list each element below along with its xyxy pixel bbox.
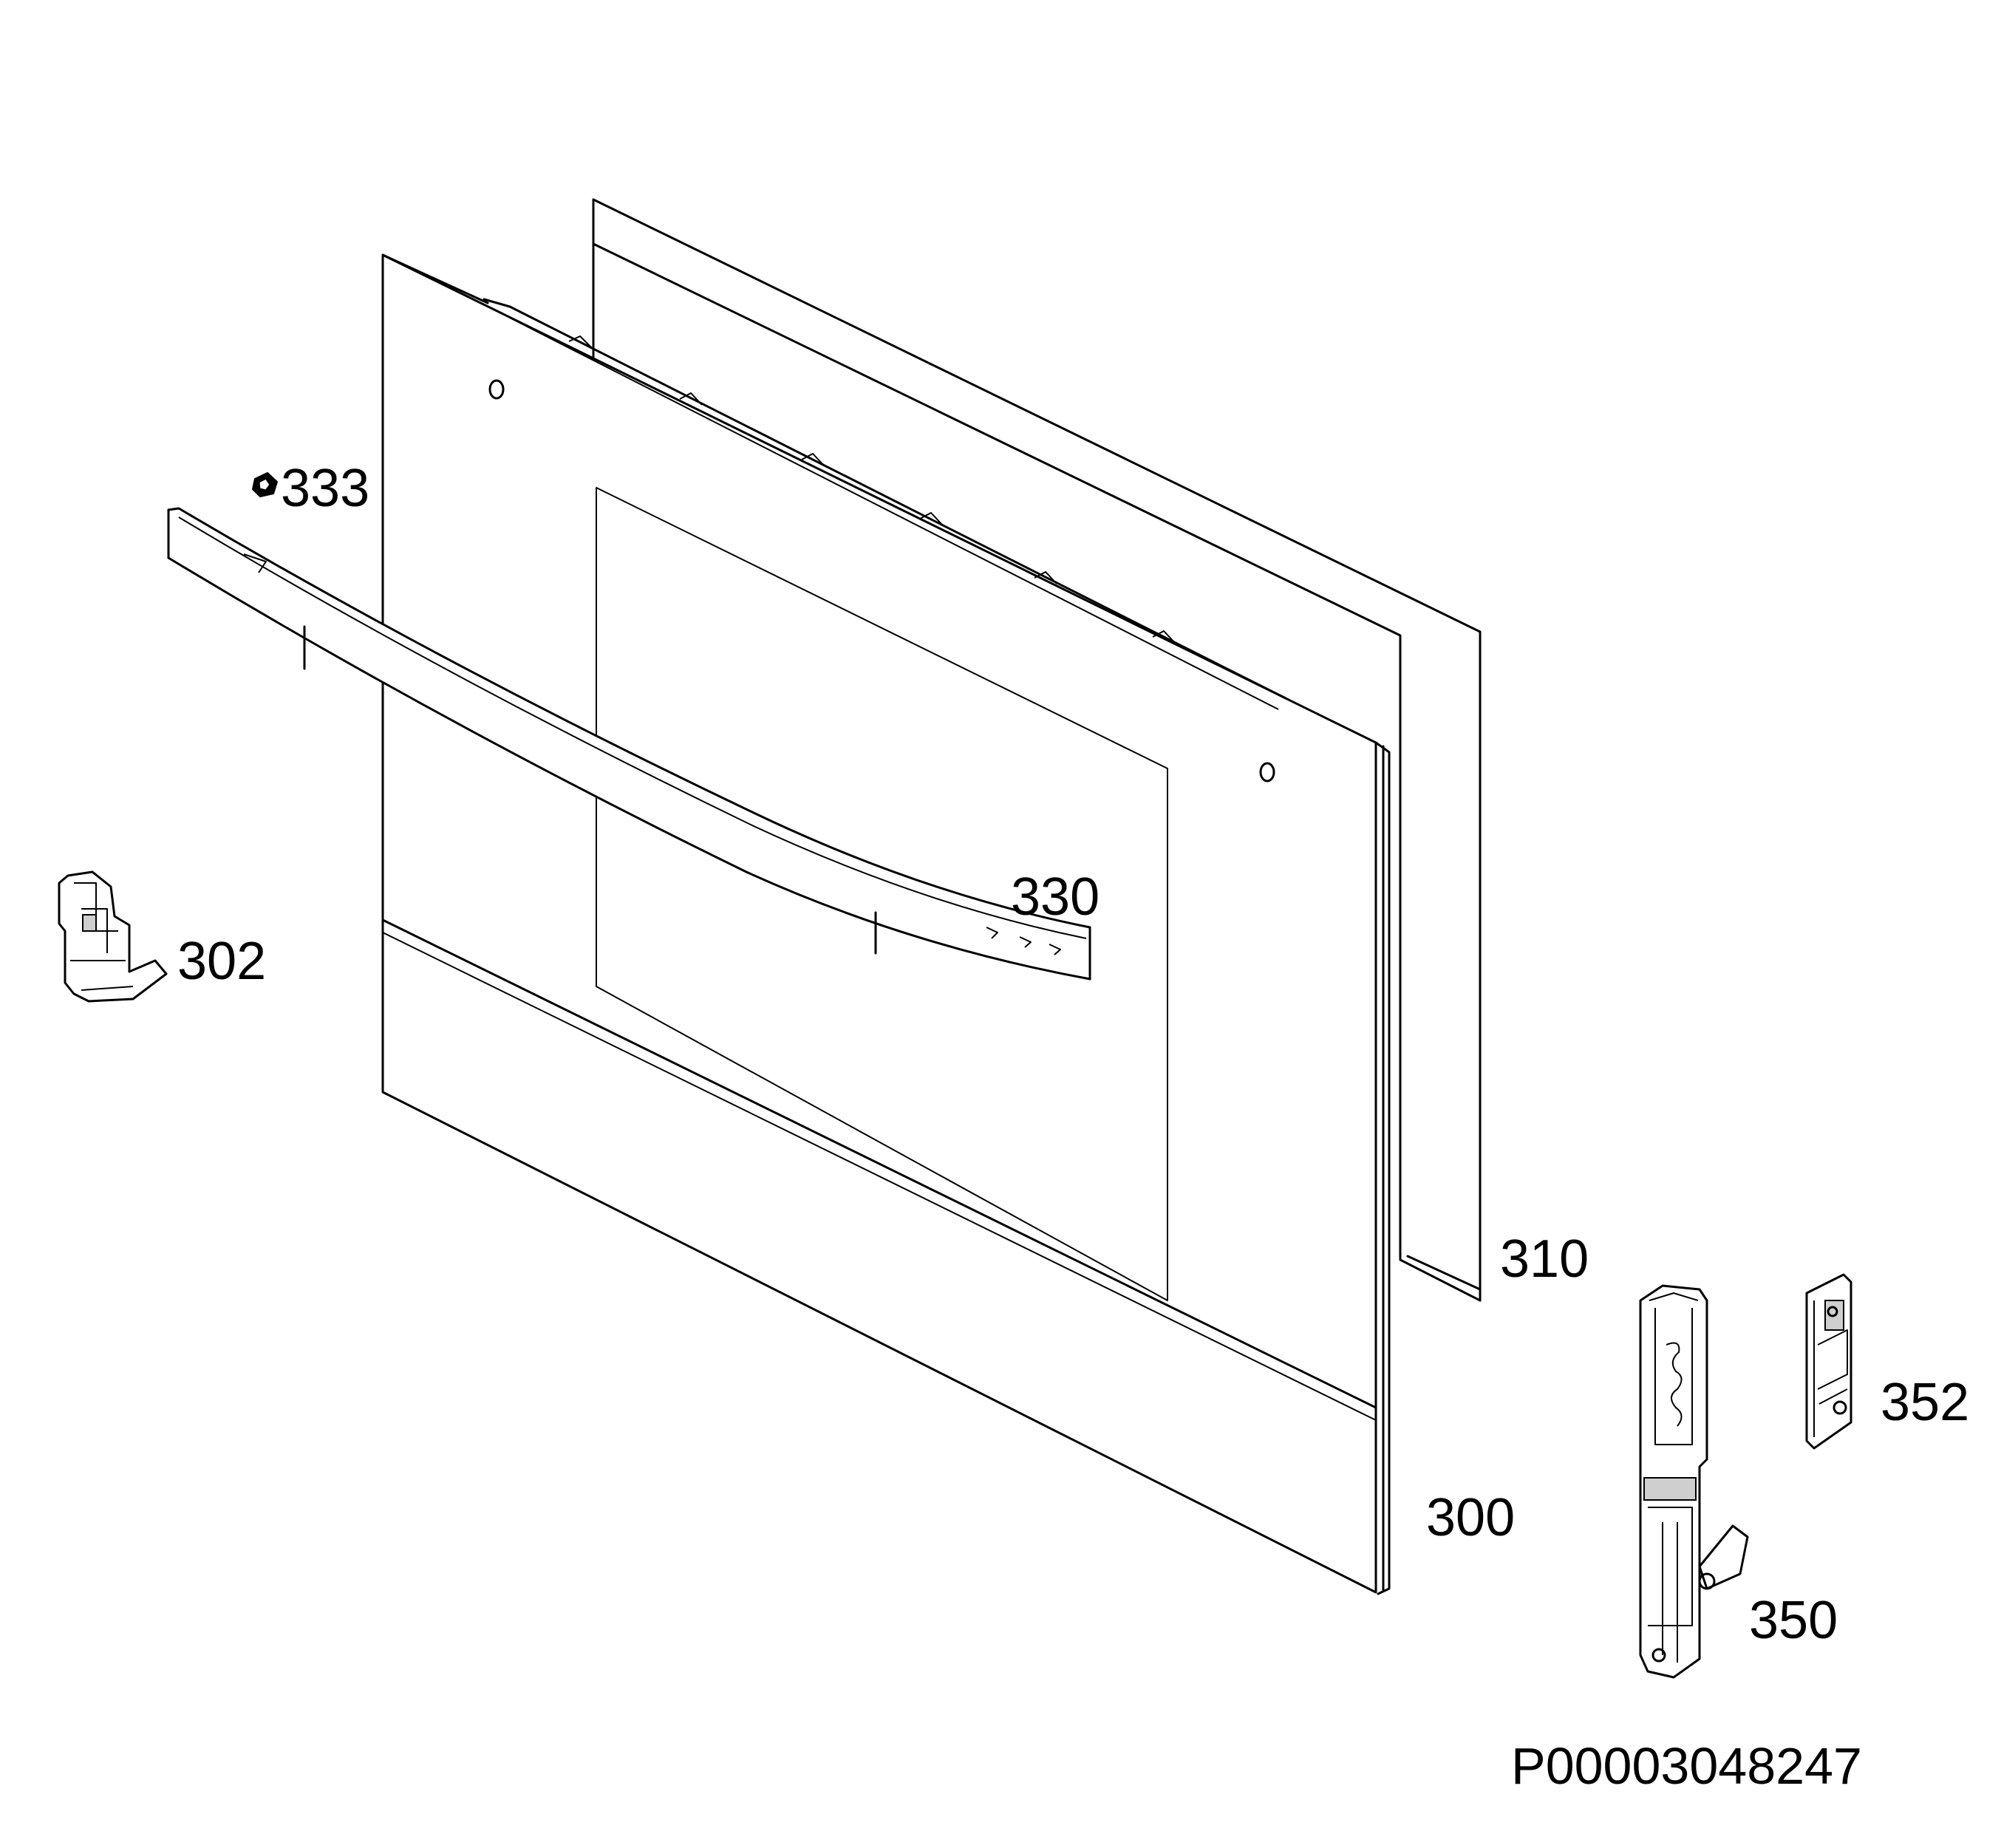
door-hinge-350 — [1639, 1284, 1749, 1679]
label-350: 350 — [1749, 1591, 1838, 1650]
hinge-receiver-352 — [1805, 1273, 1852, 1450]
label-333: 333 — [281, 459, 370, 518]
label-352: 352 — [1881, 1373, 1970, 1432]
door-catch-302 — [58, 870, 168, 1003]
screw-333 — [251, 471, 279, 498]
label-300: 300 — [1426, 1488, 1516, 1547]
drawing-code: P00003048247 — [1511, 1737, 1862, 1795]
label-310: 310 — [1500, 1230, 1589, 1289]
label-330: 330 — [1011, 867, 1100, 927]
door-handle-330 — [167, 507, 1091, 981]
label-302: 302 — [177, 932, 267, 991]
